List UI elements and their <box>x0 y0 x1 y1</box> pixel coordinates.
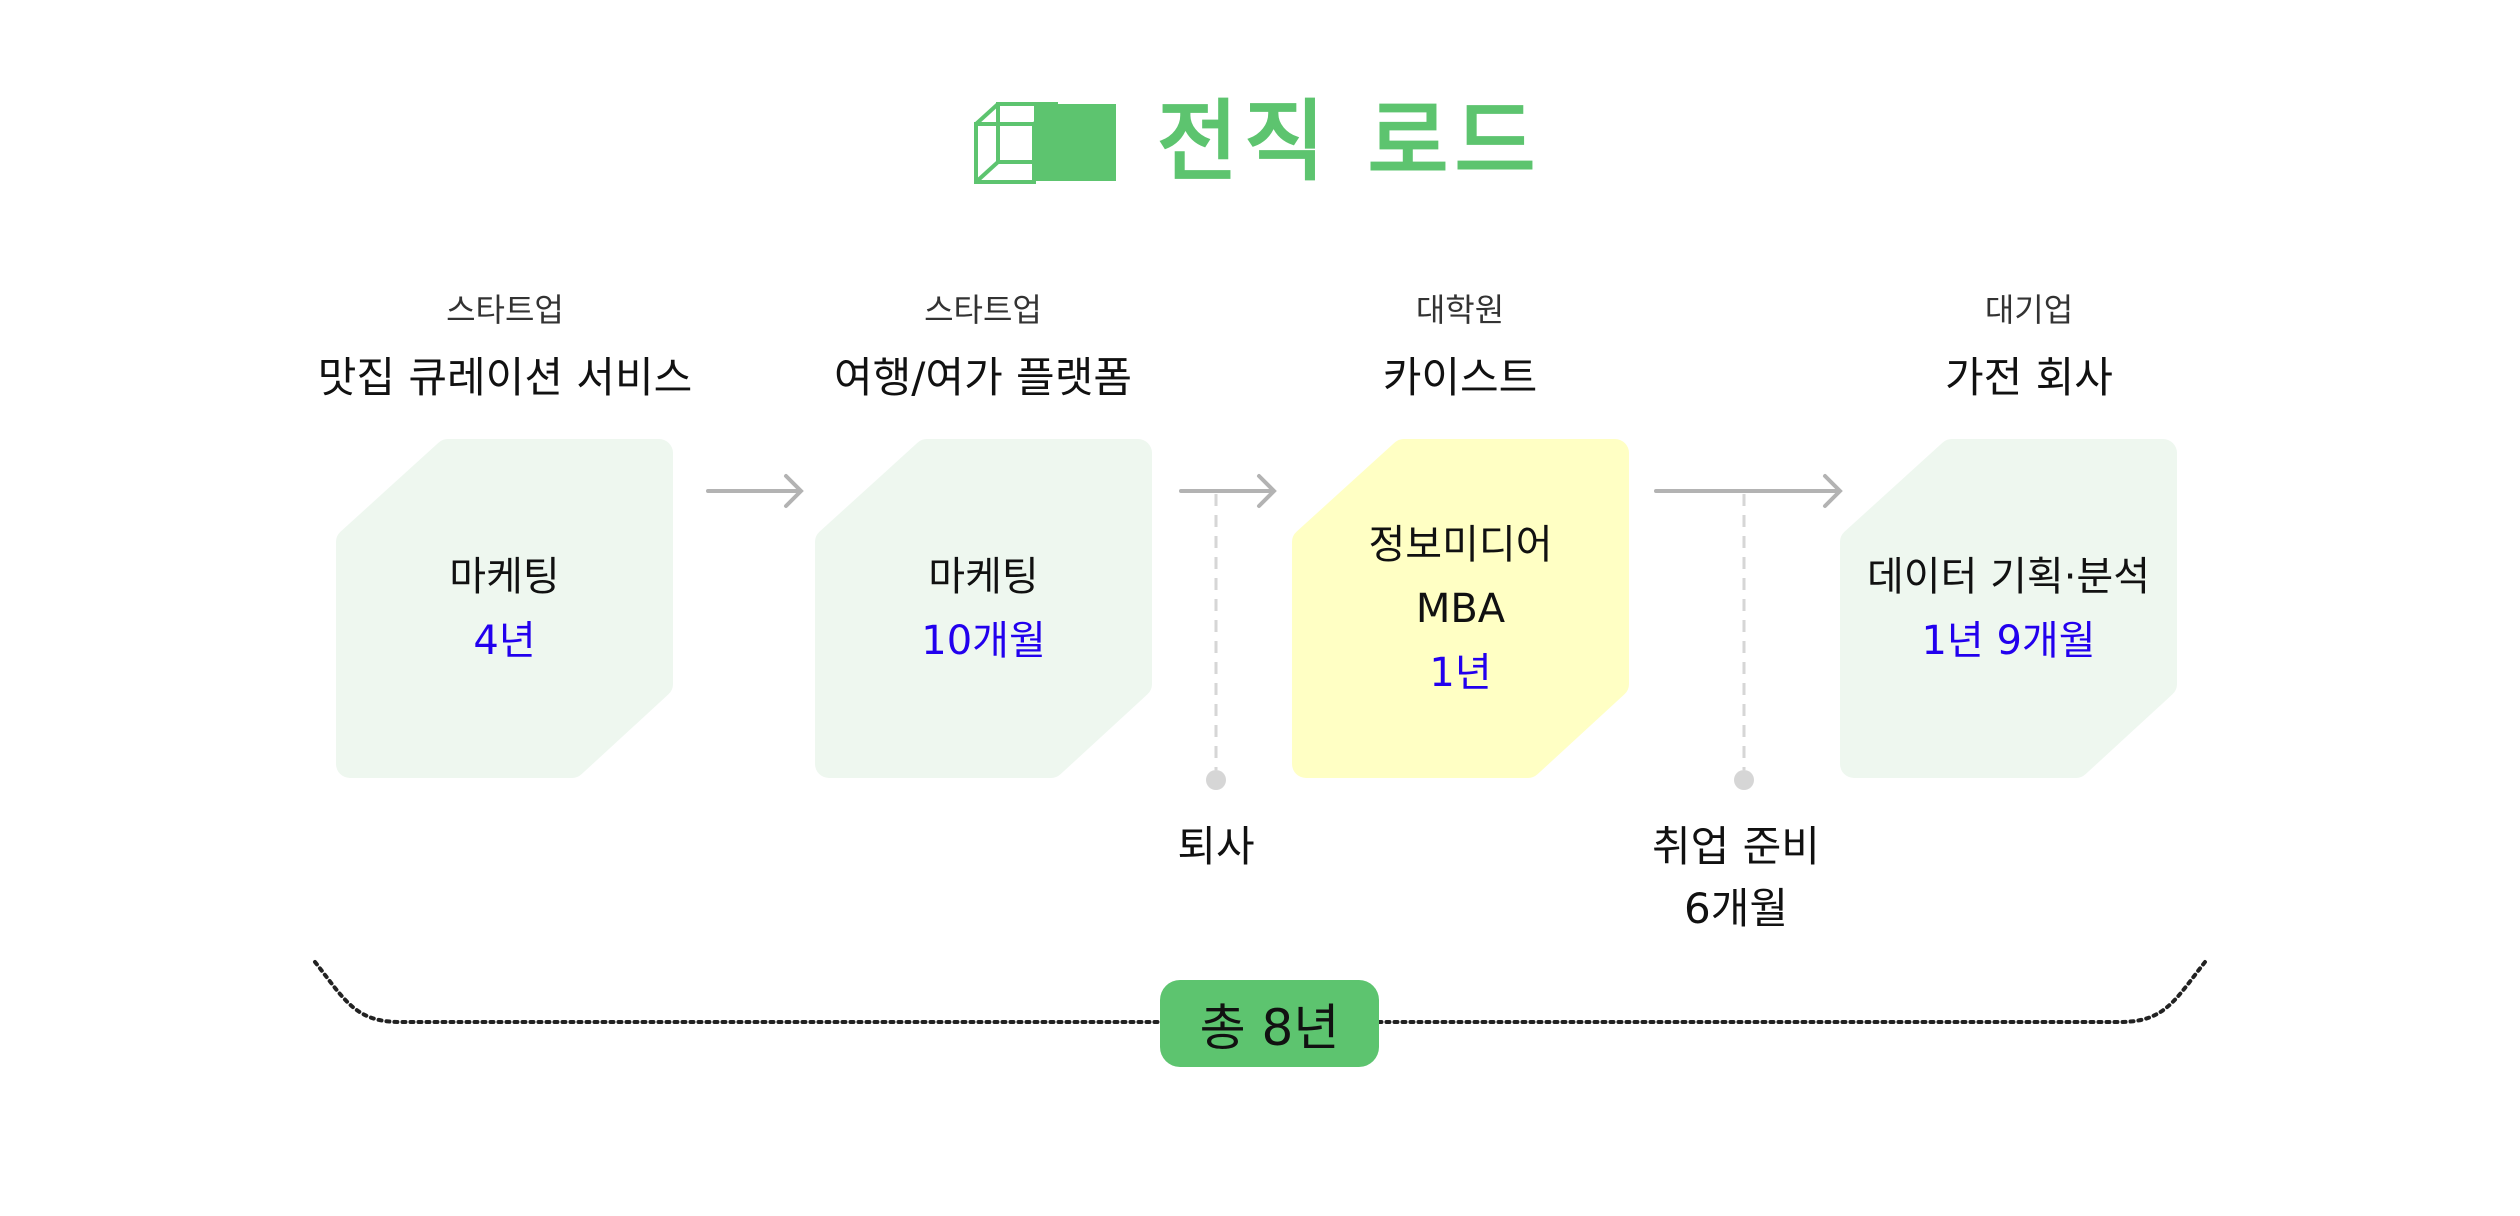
stage-duration: 10개월 <box>921 617 1046 664</box>
arrow-right-icon <box>706 474 804 508</box>
gap-dot <box>1734 770 1754 790</box>
stage-role: MBA <box>1415 585 1506 632</box>
stage-card: 마케팅 4년 <box>336 439 673 778</box>
arrow-right-icon <box>1179 474 1277 508</box>
stage-card: 마케팅 10개월 <box>815 439 1152 778</box>
stage-name: 여행/여가 플랫폼 <box>834 353 1132 402</box>
stage-duration: 4년 <box>473 617 536 664</box>
stage-role: 마케팅 <box>928 553 1039 600</box>
stage-category: 대학원 <box>1415 291 1505 329</box>
stage-category: 스타트업 <box>924 291 1042 329</box>
total-badge: 총 8년 <box>1160 980 1379 1067</box>
stage-duration: 1년 <box>1429 649 1492 696</box>
gap-duration: 6개월 <box>1683 884 1788 933</box>
stage-role: 정보미디어 <box>1368 521 1553 568</box>
stage-category: 스타트업 <box>446 291 564 329</box>
page-title: 전직 로드 <box>1157 90 1542 193</box>
stage-category: 대기업 <box>1984 291 2074 329</box>
stage-name: 맛집 큐레이션 서비스 <box>317 353 693 402</box>
gap-label: 취업 준비 <box>1652 822 1820 871</box>
stage-name: 카이스트 <box>1382 353 1538 402</box>
stage-role: 데이터 기획·분석 <box>1866 553 2151 600</box>
stage-card: 데이터 기획·분석 1년 9개월 <box>1840 439 2177 778</box>
stage-card-highlight: 정보미디어 MBA 1년 <box>1292 439 1629 778</box>
cube-logo-icon <box>974 102 1116 184</box>
stage-name: 가전 회사 <box>1945 353 2113 402</box>
stage-role: 마케팅 <box>449 553 560 600</box>
arrow-right-icon <box>1654 474 1843 508</box>
stage-duration: 1년 9개월 <box>1921 617 2096 664</box>
gap-dot <box>1206 770 1226 790</box>
gap-label: 퇴사 <box>1177 822 1255 871</box>
